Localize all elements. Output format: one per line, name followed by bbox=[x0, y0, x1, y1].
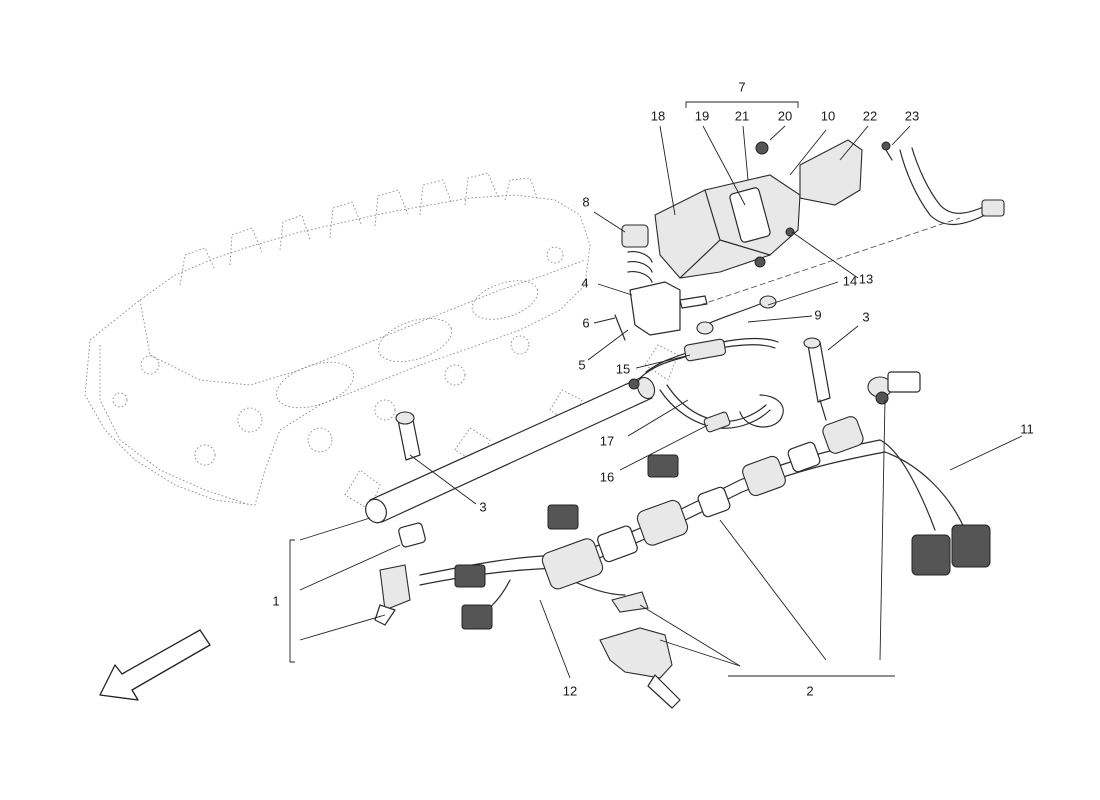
fuel-injector bbox=[599, 591, 681, 709]
callout-16: 16 bbox=[600, 469, 614, 484]
callout-11: 11 bbox=[1020, 421, 1034, 436]
callout-labels: 1 2 3 3 4 5 6 7 8 9 10 11 12 13 14 15 16… bbox=[272, 79, 1033, 698]
callout-17: 17 bbox=[600, 433, 614, 448]
callout-20: 20 bbox=[778, 108, 792, 123]
callout-13: 13 bbox=[859, 271, 873, 286]
callout-22: 22 bbox=[863, 108, 877, 123]
alignment-line bbox=[699, 217, 961, 306]
callout-21: 21 bbox=[735, 108, 749, 123]
callout-2: 2 bbox=[806, 683, 813, 698]
callout-9: 9 bbox=[814, 307, 821, 322]
callout-4: 4 bbox=[581, 275, 588, 290]
high-pressure-pump bbox=[614, 139, 1005, 341]
callout-8: 8 bbox=[582, 194, 589, 209]
fuel-rail bbox=[344, 344, 679, 524]
orientation-arrow bbox=[99, 629, 211, 701]
pressure-sensor bbox=[867, 371, 921, 405]
callout-3-right: 3 bbox=[862, 309, 869, 324]
callout-3-left: 3 bbox=[479, 499, 486, 514]
wiring-harness bbox=[374, 416, 991, 630]
callout-14: 14 bbox=[843, 273, 857, 288]
fuel-lines bbox=[639, 337, 784, 433]
cylinder-head-outline bbox=[84, 172, 591, 506]
callout-12: 12 bbox=[563, 683, 577, 698]
callout-15: 15 bbox=[616, 361, 630, 376]
leader-lines bbox=[299, 125, 1023, 679]
callout-23: 23 bbox=[905, 108, 919, 123]
bolts bbox=[395, 337, 831, 461]
callout-10: 10 bbox=[821, 108, 835, 123]
callout-19: 19 bbox=[695, 108, 709, 123]
callout-1: 1 bbox=[272, 593, 279, 608]
callout-18: 18 bbox=[651, 108, 665, 123]
group-brackets bbox=[289, 101, 895, 677]
callout-5: 5 bbox=[578, 357, 585, 372]
callout-6: 6 bbox=[582, 315, 589, 330]
callout-7: 7 bbox=[738, 79, 745, 94]
